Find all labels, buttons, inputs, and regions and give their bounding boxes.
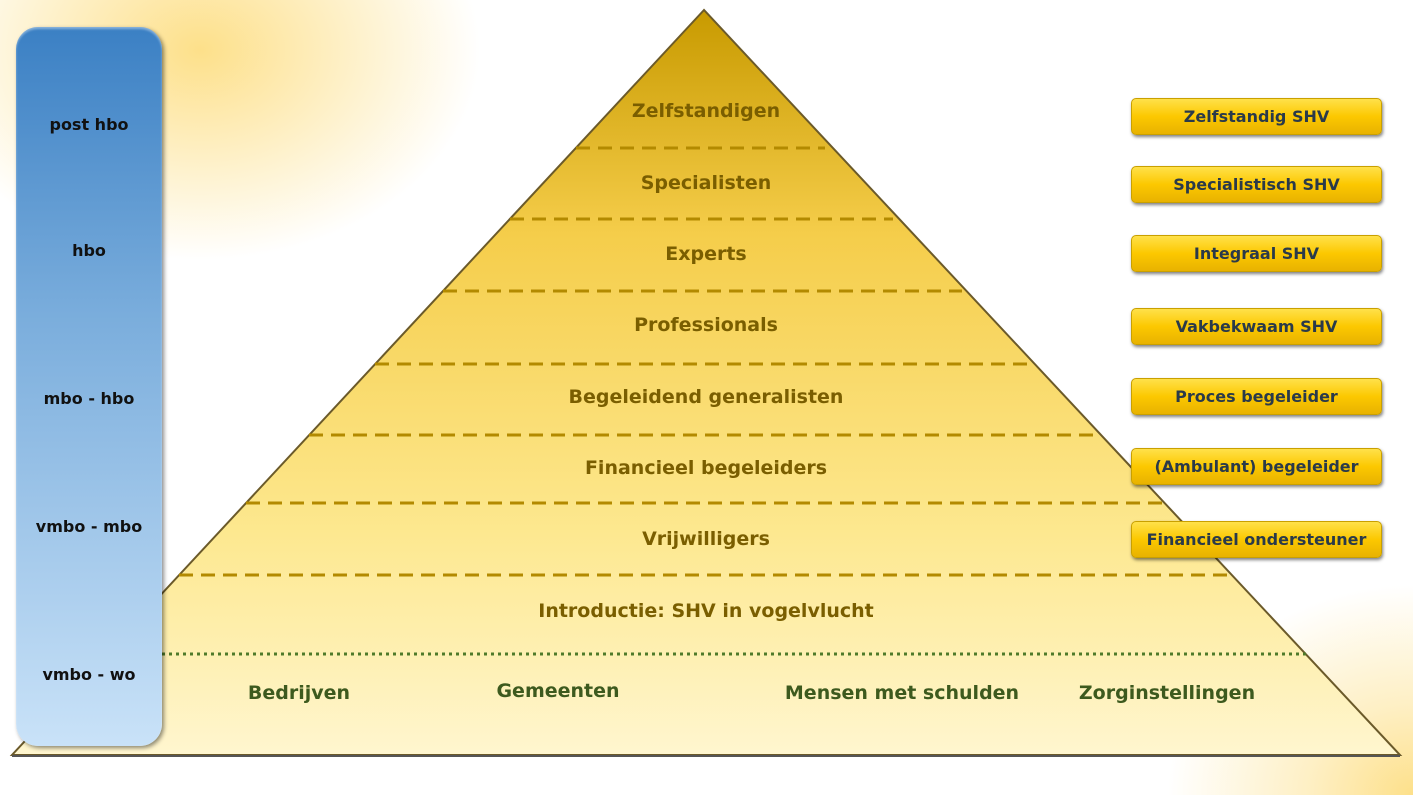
role-button-specialistisch-shv[interactable]: Specialistisch SHV [1131, 166, 1382, 203]
layer-begeleidend-generalisten: Begeleidend generalisten [568, 386, 844, 408]
group-gemeenten: Gemeenten [496, 680, 620, 702]
role-button-financieel-ondersteuner[interactable]: Financieel ondersteuner [1131, 521, 1382, 558]
role-button-integraal-shv[interactable]: Integraal SHV [1131, 235, 1382, 272]
role-button-ambulant-begeleider[interactable]: (Ambulant) begeleider [1131, 448, 1382, 485]
role-button-zelfstandig-shv[interactable]: Zelfstandig SHV [1131, 98, 1382, 135]
group-bedrijven: Bedrijven [247, 682, 351, 704]
layer-professionals: Professionals [634, 314, 778, 336]
level-hbo: hbo [72, 241, 106, 260]
role-button-vakbekwaam-shv[interactable]: Vakbekwaam SHV [1131, 308, 1382, 345]
group-mensen-met-schulden: Mensen met schulden [784, 682, 1020, 704]
layer-zelfstandigen: Zelfstandigen [631, 100, 781, 122]
level-vmbo-wo: vmbo - wo [42, 665, 136, 684]
level-mbo-hbo: mbo - hbo [43, 389, 135, 408]
group-zorginstellingen: Zorginstellingen [1078, 682, 1256, 704]
layer-dividers [179, 146, 1233, 577]
layer-financieel-begeleiders: Financieel begeleiders [584, 457, 828, 479]
level-vmbo-mbo: vmbo - mbo [35, 517, 143, 536]
role-button-proces-begeleider[interactable]: Proces begeleider [1131, 378, 1382, 415]
level-post-hbo: post hbo [49, 115, 129, 134]
layer-experts: Experts [665, 243, 747, 265]
education-level-bar: post hbo hbo mbo - hbo vmbo - mbo vmbo -… [16, 27, 162, 746]
layer-introductie: Introductie: SHV in vogelvlucht [538, 600, 874, 622]
layer-vrijwilligers: Vrijwilligers [642, 528, 770, 550]
layer-specialisten: Specialisten [640, 172, 772, 194]
